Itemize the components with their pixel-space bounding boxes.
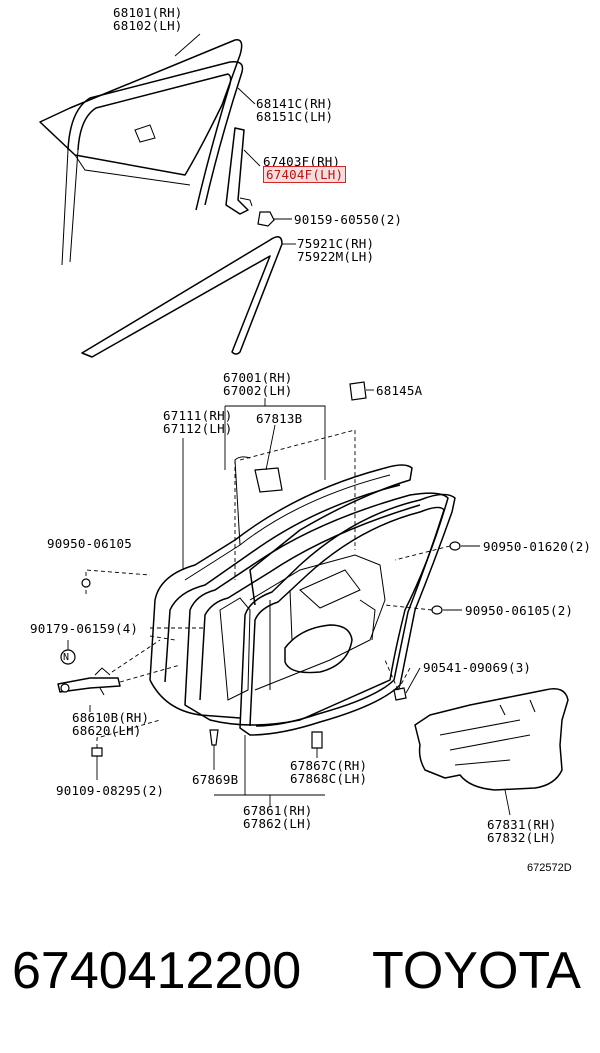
label-68141c: 68141C(RH) 68151C(LH)	[256, 97, 333, 123]
label-68610b: 68610B(RH) 68620(LH)	[72, 711, 149, 737]
label-line: 68101(RH)	[113, 5, 183, 20]
label-line: 67001(RH)	[223, 370, 293, 385]
nut-mark-label: N	[63, 651, 69, 664]
label-line: 68102(LH)	[113, 18, 183, 33]
label-line: 67831(RH)	[487, 817, 557, 832]
bolt-90109	[91, 747, 103, 757]
label-line: 90950-06105	[47, 536, 132, 551]
label-line: 90109-08295(2)	[56, 783, 165, 798]
label-line: 67813B	[256, 411, 303, 426]
label-line: 67869B	[192, 772, 239, 787]
label-75921c: 75921C(RH) 75922M(LH)	[297, 237, 374, 263]
label-line: 75922M(LH)	[297, 249, 375, 264]
label-67831: 67831(RH) 67832(LH)	[487, 818, 557, 844]
parts-diagram	[39, 33, 569, 816]
diagram-drawing	[39, 33, 569, 816]
label-line: N	[63, 652, 70, 663]
clip-68145a	[349, 381, 367, 401]
highlighted-part-67404f[interactable]: 67404F(LH)	[263, 166, 347, 183]
front-door-assembly	[149, 456, 456, 736]
service-hole-cover	[414, 688, 569, 816]
grommet-right	[449, 541, 461, 551]
door-moulding	[81, 236, 296, 358]
grommet-left	[81, 578, 91, 588]
label-line: 68620(LH)	[72, 723, 142, 738]
label-line: 68151C(LH)	[256, 109, 334, 124]
bolt-90159	[257, 211, 292, 227]
label-90950-01620: 90950-01620(2)	[483, 540, 591, 553]
label-90109: 90109-08295(2)	[56, 784, 164, 797]
label-line: 90541-09069(3)	[423, 660, 532, 675]
label-67111: 67111(RH) 67112(LH)	[163, 409, 233, 435]
label-line: 90950-06105(2)	[465, 603, 574, 618]
screw-90541	[393, 687, 407, 701]
label-line: 68145A	[376, 383, 423, 398]
label-line: 67868C(LH)	[290, 771, 368, 786]
label-67867c: 67867C(RH) 67868C(LH)	[290, 759, 367, 785]
label-90541: 90541-09069(3)	[423, 661, 531, 674]
label-90179: 90179-06159(4)	[30, 622, 138, 635]
glass-run-channel	[61, 60, 244, 266]
label-line: 68141C(RH)	[256, 96, 334, 111]
grommet-lower	[431, 605, 443, 615]
label-line: 67002(LH)	[223, 383, 293, 398]
label-67403f: 67403F(RH) 67404F(LH)	[263, 154, 347, 183]
label-line: 68610B(RH)	[72, 710, 150, 725]
pin-67869b	[209, 729, 219, 746]
label-68101: 68101(RH) 68102(LH)	[113, 6, 183, 32]
label-67001: 67001(RH) 67002(LH)	[223, 371, 293, 397]
label-90159: 90159-60550(2)	[294, 213, 402, 226]
label-68145a: 68145A	[376, 384, 422, 397]
label-line: 75921C(RH)	[297, 236, 375, 251]
brand-name: TOYOTA	[372, 942, 581, 1000]
label-90950-06105-2: 90950-06105(2)	[465, 604, 573, 617]
door-glass	[39, 39, 243, 186]
clip-67867c	[311, 731, 323, 749]
door-frame-garnish	[225, 127, 253, 215]
diagram-reference-code: 672572D	[527, 862, 572, 874]
label-line: 67832(LH)	[487, 830, 557, 845]
label-line: 90950-01620(2)	[483, 539, 592, 554]
label-67813b: 67813B	[256, 412, 302, 425]
label-line: 67867C(RH)	[290, 758, 368, 773]
part-number: 6740412200	[12, 942, 302, 1000]
label-67869b: 67869B	[192, 773, 238, 786]
label-line: 90159-60550(2)	[294, 212, 403, 227]
label-line: 67861(RH)	[243, 803, 313, 818]
label-line: 90179-06159(4)	[30, 621, 139, 636]
label-line: 67403F(RH)	[263, 154, 341, 169]
label-90950-06105: 90950-06105	[47, 537, 132, 550]
label-67861: 67861(RH) 67862(LH)	[243, 804, 313, 830]
label-line: 67112(LH)	[163, 421, 233, 436]
pad-67813b	[254, 467, 283, 493]
label-line: 67862(LH)	[243, 816, 313, 831]
door-check	[57, 639, 181, 696]
label-line: 67111(RH)	[163, 408, 233, 423]
